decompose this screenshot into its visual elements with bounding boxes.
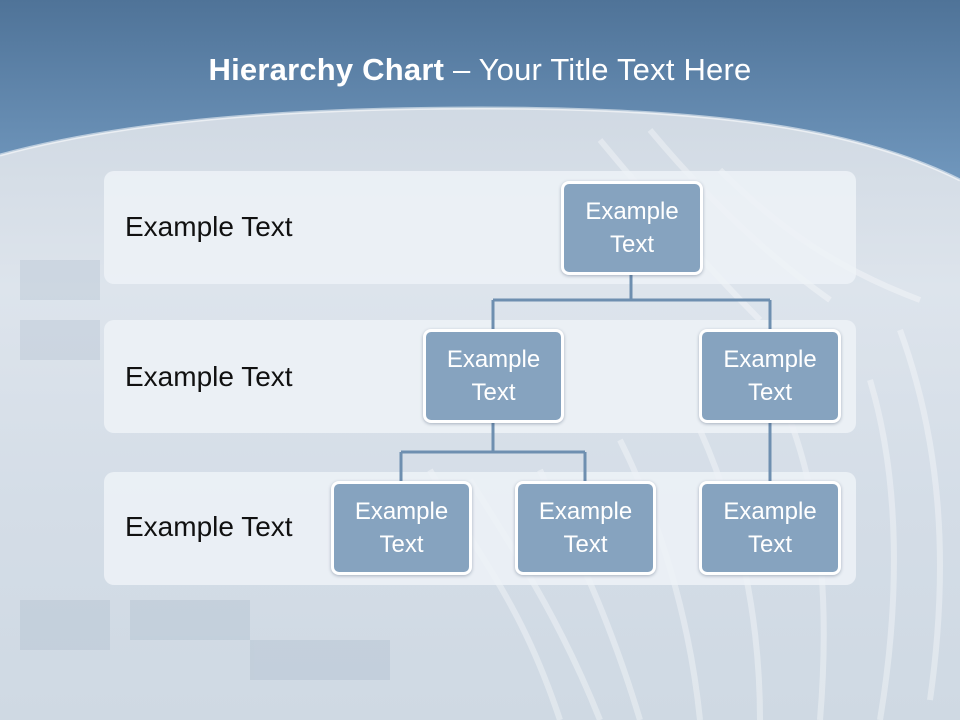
title-rest: – Your Title Text Here: [444, 52, 752, 87]
node-level2-left-label: Example Text: [446, 346, 541, 406]
node-level2-right-label: Example Text: [723, 346, 817, 406]
node-level2-left[interactable]: Example Text: [423, 329, 564, 423]
row-label-1: Example Text: [125, 211, 293, 242]
row-label-3: Example Text: [125, 511, 293, 542]
node-level3-c[interactable]: Example Text: [699, 481, 841, 575]
node-root-label: Example Text: [585, 198, 679, 258]
node-level3-c-label: Example Text: [723, 498, 817, 558]
node-level3-b[interactable]: Example Text: [515, 481, 656, 575]
node-level3-a[interactable]: Example Text: [331, 481, 472, 575]
slide-title: Hierarchy Chart – Your Title Text Here: [0, 52, 960, 88]
row-label-2: Example Text: [125, 361, 293, 392]
row-band-1: [104, 171, 856, 284]
node-level3-a-label: Example Text: [354, 498, 449, 558]
node-level2-right[interactable]: Example Text: [699, 329, 841, 423]
node-root[interactable]: Example Text: [561, 181, 703, 275]
node-level3-b-label: Example Text: [538, 498, 633, 558]
title-bold: Hierarchy Chart: [208, 52, 445, 87]
